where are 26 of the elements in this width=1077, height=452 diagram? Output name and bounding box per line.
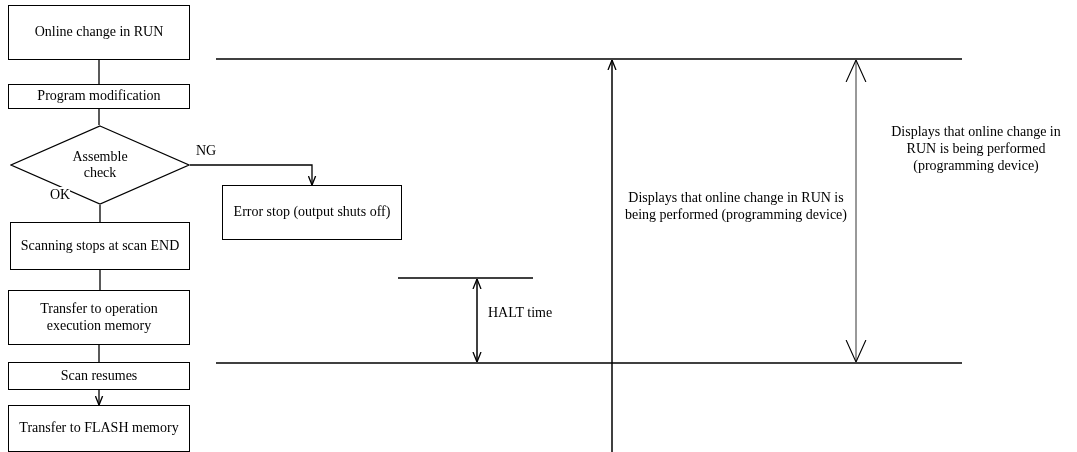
connector-line [99,269,101,291]
process-box [222,185,402,240]
node-text: Transfer to operation execution memory [39,301,159,334]
note-text: HALT time [488,305,554,322]
note-text: Displays that online change in RUN is being performed (programming device) [890,124,1062,175]
connector-line [189,164,317,186]
process-box [8,290,190,345]
connector-line [99,204,101,223]
connector-line [94,389,104,406]
node-text: Program modification [37,88,161,105]
process-box [8,5,190,60]
connector-line [98,344,100,363]
node-text: Transfer to FLASH memory [19,420,179,437]
node-text: Scan resumes [60,367,138,385]
process-box [8,362,190,390]
decision-diamond [10,125,190,205]
note-text: Displays that online change in RUN is being performed (programming device) [624,190,848,224]
node-text: Scanning stops at scan END [20,237,180,255]
process-box [8,405,190,452]
node-text: Error stop (output shuts off) [233,204,391,221]
connector-line [98,59,100,85]
node-text: Assemble check [71,148,129,182]
process-box [8,84,190,109]
node-text: Online change in RUN [34,24,164,41]
process-box [10,222,190,270]
connector-line [98,108,100,126]
